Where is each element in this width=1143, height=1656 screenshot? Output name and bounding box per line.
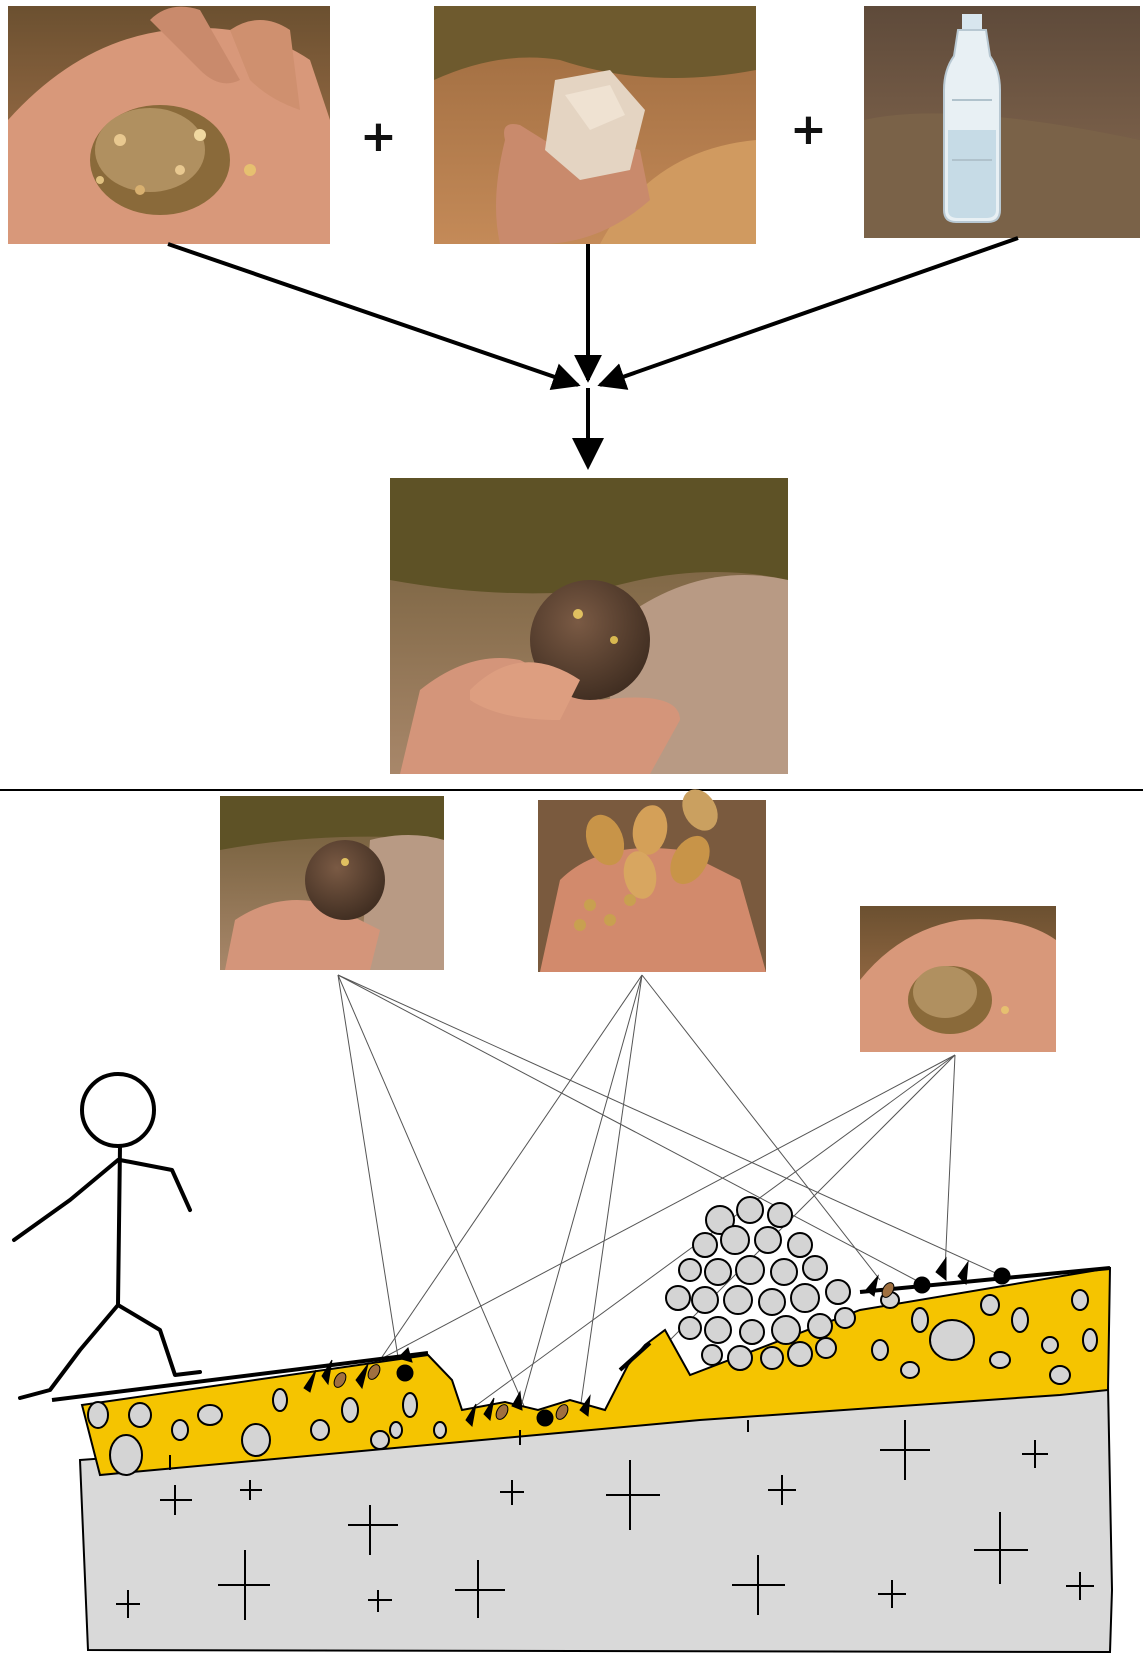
plus-sign-2: + xyxy=(790,108,827,152)
seed-ball-in-hand-photo xyxy=(390,478,788,774)
clay-in-hand-photo xyxy=(434,6,756,244)
seeds-in-hand-photo xyxy=(8,6,330,244)
stick-person-icon xyxy=(14,1074,200,1398)
plus-sign-1: + xyxy=(360,115,397,159)
water-bottle-photo xyxy=(864,6,1140,238)
rock-pile xyxy=(666,1197,855,1370)
seeds-photo xyxy=(860,906,1056,1052)
result-arrow-head xyxy=(572,438,604,470)
merge-arrows xyxy=(168,238,1018,440)
almonds-in-hand-photo xyxy=(538,783,766,972)
seed-ball-photo xyxy=(220,796,444,970)
